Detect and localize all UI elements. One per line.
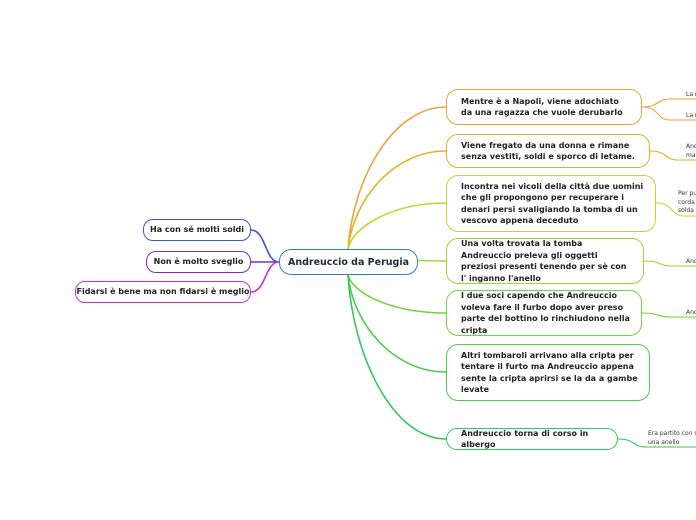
connector-sub-2 bbox=[641, 106, 696, 121]
connector-left-3 bbox=[250, 261, 280, 293]
right-node-6[interactable]: Altri tombaroli arrivano alla cripta per… bbox=[446, 344, 650, 401]
connector-right-7 bbox=[347, 274, 447, 440]
subtopic-4[interactable]: Per pu corda solda bbox=[678, 190, 696, 214]
subtopic-3[interactable]: And ma bbox=[686, 143, 696, 159]
right-node-2-label: Viene fregato da una donna e rimane senz… bbox=[461, 140, 635, 162]
right-node-4[interactable]: Una volta trovata la tomba Andreuccio pr… bbox=[446, 238, 644, 284]
right-node-2[interactable]: Viene fregato da una donna e rimane senz… bbox=[446, 134, 650, 168]
subtopic-6[interactable]: And bbox=[686, 309, 696, 316]
right-node-1-label: Mentre è a Napoli, viene adochiato da un… bbox=[461, 96, 623, 118]
connector-sub-5 bbox=[643, 260, 696, 267]
subtopic-1[interactable]: La r bbox=[686, 91, 696, 98]
left-node-3-label: Fidarsi è bene ma non fidarsi è meglio bbox=[76, 287, 250, 297]
left-node-3[interactable]: Fidarsi è bene ma non fidarsi è meglio bbox=[75, 281, 251, 303]
connector-sub-3 bbox=[649, 150, 696, 161]
connector-sub-1 bbox=[641, 98, 696, 108]
connector-right-2 bbox=[347, 150, 447, 250]
right-node-1[interactable]: Mentre è a Napoli, viene adochiato da un… bbox=[446, 89, 642, 125]
right-node-6-label: Altri tombaroli arrivano alla cripta per… bbox=[461, 350, 638, 395]
left-node-2-label: Non è molto sveglio bbox=[153, 257, 244, 267]
connector-right-3 bbox=[347, 202, 447, 250]
left-node-1-label: Ha con sé molti soldi bbox=[150, 225, 244, 235]
right-node-5-label: I due soci capendo che Andreuccio voleva… bbox=[461, 291, 630, 335]
central-node[interactable]: Andreuccio da Perugia bbox=[279, 249, 418, 275]
right-node-7-label: Andreuccio torna di corso in albergo bbox=[461, 428, 589, 450]
connector-sub-6 bbox=[641, 312, 696, 318]
subtopic-5[interactable]: And bbox=[686, 258, 696, 265]
right-node-4-label: Una volta trovata la tomba Andreuccio pr… bbox=[461, 239, 627, 283]
connector-left-1 bbox=[250, 229, 280, 263]
right-node-3-label: Incontra nei vicoli della città due uomi… bbox=[461, 181, 644, 226]
connector-sub-7 bbox=[617, 438, 696, 448]
right-node-3[interactable]: Incontra nei vicoli della città due uomi… bbox=[446, 175, 656, 232]
right-node-7[interactable]: Andreuccio torna di corso in albergo bbox=[446, 428, 618, 450]
connector-right-5 bbox=[347, 274, 447, 314]
subtopic-2[interactable]: La r bbox=[686, 112, 696, 119]
connector-right-1 bbox=[347, 106, 447, 250]
central-node-label: Andreuccio da Perugia bbox=[288, 256, 409, 268]
left-node-2[interactable]: Non è molto sveglio bbox=[146, 251, 251, 273]
right-node-5[interactable]: I due soci capendo che Andreuccio voleva… bbox=[446, 290, 642, 336]
left-node-1[interactable]: Ha con sé molti soldi bbox=[143, 219, 251, 241]
connector-right-6 bbox=[347, 274, 447, 373]
subtopic-7[interactable]: Era partito con se una anello bbox=[648, 430, 696, 446]
connector-sub-4 bbox=[655, 202, 696, 217]
